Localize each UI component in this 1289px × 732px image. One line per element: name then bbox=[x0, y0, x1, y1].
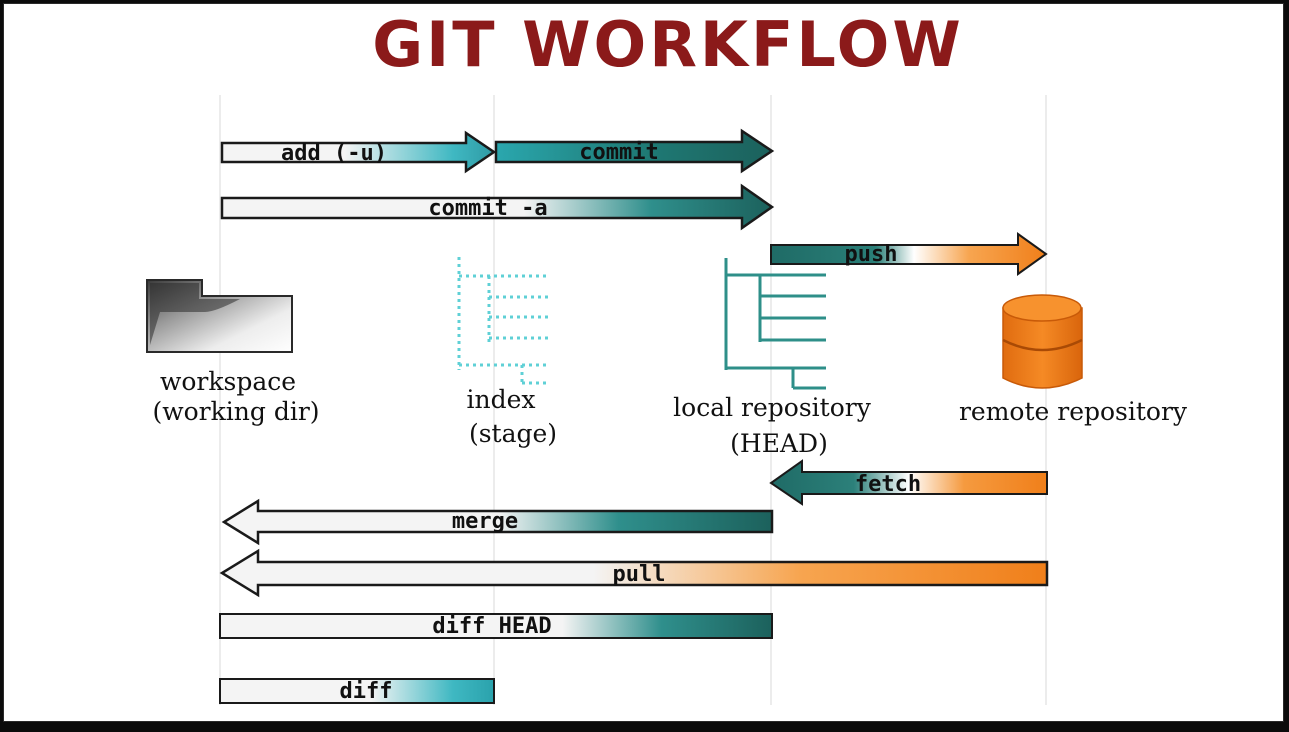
workspace-node: workspace (working dir) bbox=[152, 367, 319, 426]
diagram-title: GIT WORKFLOW bbox=[372, 8, 963, 81]
diff-bar: diff bbox=[219, 678, 495, 704]
folder-icon bbox=[146, 279, 293, 353]
add-arrow-label: add (-u) bbox=[281, 141, 387, 166]
database-icon bbox=[1002, 294, 1083, 389]
add-arrow: add (-u) bbox=[220, 130, 497, 174]
index-sublabel: (stage) bbox=[469, 419, 557, 448]
fetch-arrow: fetch bbox=[769, 459, 1048, 506]
workspace-sublabel: (working dir) bbox=[152, 397, 319, 426]
staging-list-icon bbox=[457, 257, 550, 385]
remote-repository-label: remote repository bbox=[959, 397, 1188, 426]
push-arrow: push bbox=[770, 232, 1048, 276]
remote-repository-node: remote repository bbox=[959, 397, 1188, 426]
pull-arrow: pull bbox=[219, 548, 1049, 598]
commit-arrow-label: commit bbox=[579, 140, 658, 165]
commit-a-arrow-label: commit -a bbox=[428, 196, 547, 221]
local-repository-sublabel: (HEAD) bbox=[730, 429, 828, 458]
column-guides bbox=[219, 95, 1047, 705]
diff-head-label: diff HEAD bbox=[432, 614, 551, 639]
index-label: index bbox=[467, 385, 536, 414]
fetch-arrow-label: fetch bbox=[855, 472, 921, 497]
diff-head-bar: diff HEAD bbox=[219, 613, 773, 639]
diff-label: diff bbox=[340, 679, 393, 704]
merge-arrow-label: merge bbox=[452, 509, 518, 534]
index-node: index (stage) bbox=[467, 385, 558, 448]
commit-a-arrow: commit -a bbox=[220, 183, 775, 231]
push-arrow-label: push bbox=[845, 242, 898, 267]
pull-arrow-label: pull bbox=[613, 562, 666, 587]
workspace-label: workspace bbox=[160, 367, 296, 396]
merge-arrow: merge bbox=[221, 498, 774, 546]
repository-tree-icon bbox=[724, 258, 826, 390]
local-repository-label: local repository bbox=[673, 393, 872, 422]
commit-arrow: commit bbox=[494, 128, 775, 174]
local-repository-node: local repository (HEAD) bbox=[673, 393, 872, 458]
